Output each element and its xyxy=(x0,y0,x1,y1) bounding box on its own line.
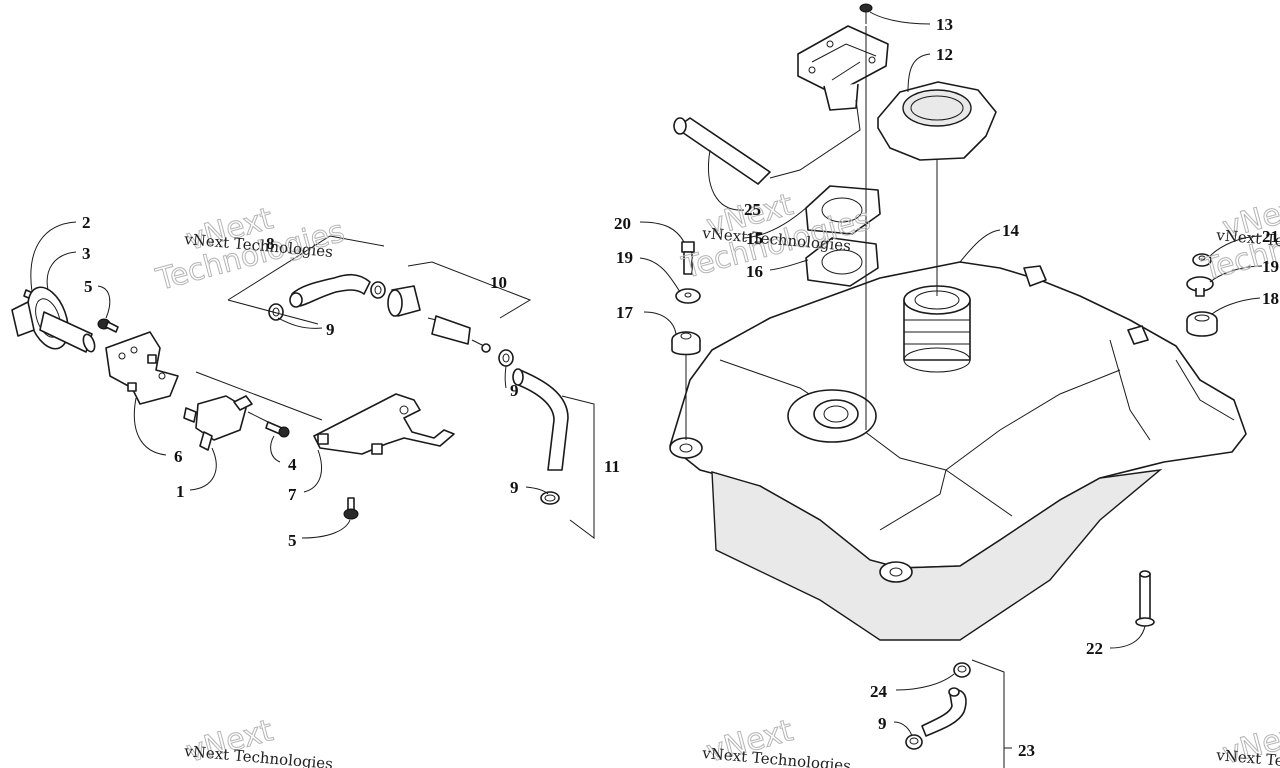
watermark-bottom-center: vNext vNext Technologies xyxy=(701,713,852,768)
washer-part-19-right xyxy=(1186,276,1214,297)
hose-part-11 xyxy=(512,368,569,471)
mounting-plate-part-6 xyxy=(105,331,179,405)
callout-9-b: 9 xyxy=(510,381,519,400)
hose-clamp-part-9-c xyxy=(498,349,514,367)
callout-3: 3 xyxy=(82,244,91,263)
callout-12: 12 xyxy=(936,45,953,64)
watermark-bottom-left: vNext vNext Technologies xyxy=(183,713,334,768)
gasket-part-15 xyxy=(805,185,881,235)
callout-4: 4 xyxy=(288,455,297,474)
bolt-part-5-lower xyxy=(343,497,359,520)
screw-part-13 xyxy=(859,3,873,24)
nut-part-21 xyxy=(1192,253,1212,267)
hose-part-8 xyxy=(289,273,371,308)
callout-17: 17 xyxy=(616,303,634,322)
callout-6: 6 xyxy=(174,447,183,466)
grommet-part-17 xyxy=(671,331,701,356)
bent-bracket-part-7 xyxy=(313,393,455,455)
svg-text:vNext Technologies: vNext Technologies xyxy=(1215,746,1280,768)
callout-5-upper: 5 xyxy=(84,277,93,296)
callout-15: 15 xyxy=(746,229,763,248)
hose-clamp-part-9-b xyxy=(370,281,386,299)
callout-21: 21 xyxy=(1262,227,1279,246)
grommet-part-18 xyxy=(1186,311,1218,337)
hose-clamp-part-24 xyxy=(953,662,971,678)
hose-clamp-part-9-e xyxy=(905,734,923,750)
fuel-filter-part-10 xyxy=(427,315,491,353)
callout-22: 22 xyxy=(1086,639,1103,658)
callout-7: 7 xyxy=(288,485,297,504)
fuel-tank-part-14 xyxy=(669,261,1247,641)
bolt-part-5-upper xyxy=(97,318,119,333)
callout-24: 24 xyxy=(870,682,888,701)
callout-25: 25 xyxy=(744,200,761,219)
callout-18: 18 xyxy=(1262,289,1279,308)
seal-plate-part-16 xyxy=(805,237,879,287)
vent-hose-part-23 xyxy=(921,687,967,737)
callout-13: 13 xyxy=(936,15,953,34)
washer-part-19 xyxy=(675,288,701,304)
callout-labels: 1 2 3 4 5 5 6 7 8 9 9 9 9 10 11 12 13 14… xyxy=(82,15,1279,760)
callout-9-d: 9 xyxy=(878,714,887,733)
vent-pipe-part-22 xyxy=(1135,570,1155,627)
callout-11: 11 xyxy=(604,457,620,476)
filler-cap-part-12 xyxy=(877,81,997,161)
callout-8: 8 xyxy=(266,234,275,253)
callout-1: 1 xyxy=(176,482,185,501)
hose-clamp-part-9-d xyxy=(540,491,560,505)
callout-14: 14 xyxy=(1002,221,1020,240)
fuel-valve-part-1 xyxy=(183,395,269,451)
callout-9-a: 9 xyxy=(326,320,335,339)
callout-2: 2 xyxy=(82,213,91,232)
callout-16: 16 xyxy=(746,262,763,281)
callout-19-left: 19 xyxy=(616,248,633,267)
leader-lines-left xyxy=(30,221,549,539)
bolt-part-20 xyxy=(681,241,695,275)
screw-part-4 xyxy=(265,421,290,438)
callout-9-c: 9 xyxy=(510,478,519,497)
callout-5-lower: 5 xyxy=(288,531,297,550)
fuel-valve-flange-part-3 xyxy=(11,286,96,353)
leader-lines-right xyxy=(639,11,1263,749)
callout-10: 10 xyxy=(490,273,507,292)
filter-sleeve xyxy=(387,285,421,317)
callout-19-right: 19 xyxy=(1262,257,1279,276)
callout-23: 23 xyxy=(1018,741,1035,760)
group-bracket-lines xyxy=(195,235,1005,768)
watermark-bottom-right: vNext vNext Technologies xyxy=(1215,715,1280,768)
callout-20: 20 xyxy=(614,214,631,233)
fuel-sender-part-25 xyxy=(673,25,889,185)
